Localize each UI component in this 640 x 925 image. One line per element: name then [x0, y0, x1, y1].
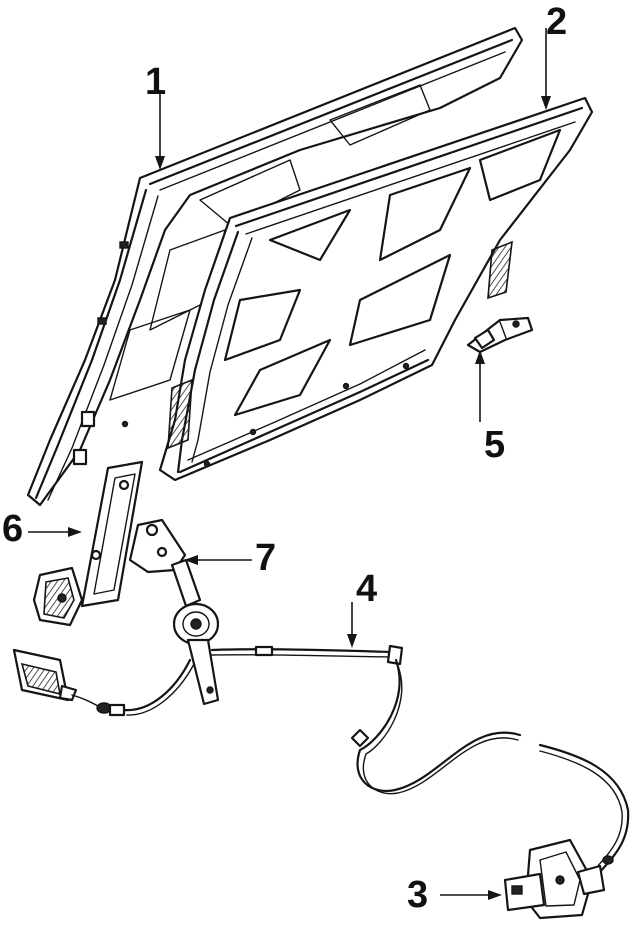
- hood-latch-icon: [503, 838, 606, 920]
- hood-hinge-icon: [32, 460, 144, 627]
- callout-5: 5: [484, 424, 506, 466]
- callout-1: 1: [145, 61, 167, 103]
- release-cable-icon: [12, 644, 630, 884]
- callout-6: 6: [2, 508, 24, 550]
- callout-4: 4: [356, 568, 378, 610]
- callout-3: 3: [407, 874, 429, 916]
- callout-2: 2: [546, 1, 568, 43]
- hood-support-icon: [128, 518, 220, 706]
- striker-bracket-icon: [466, 316, 534, 354]
- callout-7: 7: [255, 537, 277, 579]
- hood-inner-reinforcement-icon: [121, 96, 594, 482]
- hood-outer-panel-icon: [26, 26, 524, 507]
- leader-lines: [28, 28, 551, 900]
